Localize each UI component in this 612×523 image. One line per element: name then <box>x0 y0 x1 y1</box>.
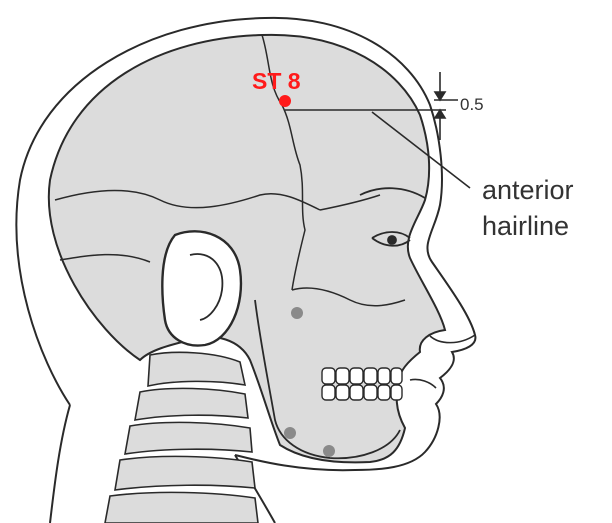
anterior-hairline-label-line2: hairline <box>482 208 574 244</box>
ear <box>162 231 241 345</box>
anterior-hairline-label-line1: anterior <box>482 172 574 208</box>
anterior-hairline-label: anterior hairline <box>482 172 574 244</box>
st8-label: ST 8 <box>252 70 301 93</box>
measurement-label: 0.5 <box>460 96 484 113</box>
cervical-spine <box>105 352 258 523</box>
mouth <box>410 379 436 388</box>
st8-point <box>279 95 291 107</box>
